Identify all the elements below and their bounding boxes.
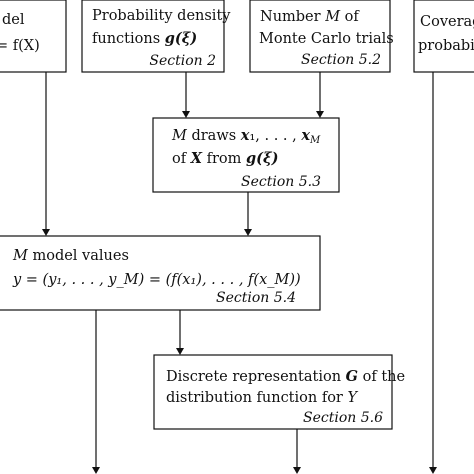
draws-box-line2: of X from g(ξ) <box>172 150 278 167</box>
pdf-box-line2: functions g(ξ) <box>92 30 197 47</box>
trials-box-line2: Monte Carlo trials <box>259 31 394 47</box>
arrowhead-values-to-representation <box>176 348 184 355</box>
values-box-line1: M model values <box>12 248 129 264</box>
values-box-section: Section 5.4 <box>216 290 296 306</box>
model-box-line1: del <box>2 12 25 28</box>
model-box-line2: = f(X) <box>0 38 40 54</box>
values-box-line2: y = (y₁, . . . , y_M) = (f(x₁), . . . , … <box>12 272 301 288</box>
coverage-box-line1: Coverag <box>420 14 474 30</box>
representation-box <box>153 354 393 430</box>
arrowhead-pdf-to-draws <box>182 111 190 118</box>
trials-box <box>249 0 391 73</box>
draws-box-line1: M draws x₁, . . . , xM <box>171 127 321 146</box>
arrowhead-representation-down <box>293 467 301 474</box>
arrowhead-draws-to-values <box>244 229 252 236</box>
representation-box-line2: distribution function for Y <box>166 390 358 406</box>
draws-box-section: Section 5.3 <box>241 174 321 190</box>
model-box <box>0 0 67 73</box>
values-box <box>0 235 321 311</box>
pdf-box <box>81 0 225 73</box>
representation-box-section: Section 5.6 <box>303 410 383 426</box>
arrowhead-coverage-down <box>429 467 437 474</box>
trials-box-section: Section 5.2 <box>301 52 381 68</box>
arrowhead-trials-to-draws <box>316 111 324 118</box>
coverage-box <box>413 0 474 73</box>
draws-box <box>152 117 340 193</box>
pdf-box-line1: Probability density <box>92 8 231 24</box>
representation-box-line1: Discrete representation G of the <box>166 368 405 385</box>
pdf-box-section: Section 2 <box>149 53 216 69</box>
trials-box-line1: Number M of <box>260 9 360 25</box>
arrowhead-model-to-values <box>42 229 50 236</box>
coverage-box-line2: probabil <box>418 38 474 54</box>
arrowhead-values-down <box>92 467 100 474</box>
